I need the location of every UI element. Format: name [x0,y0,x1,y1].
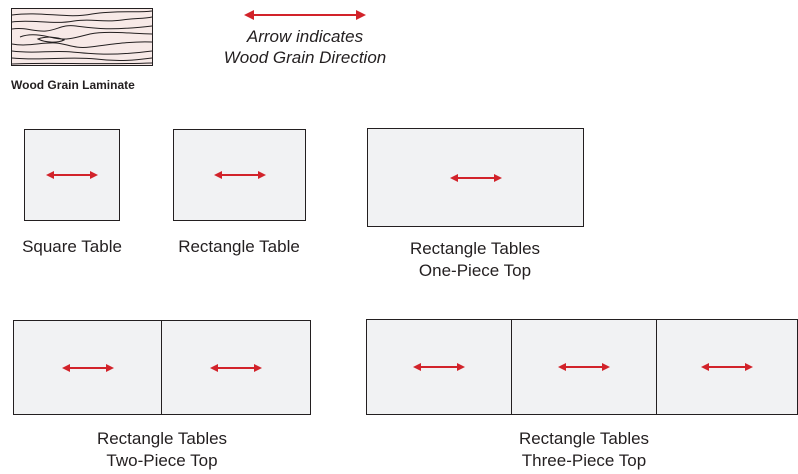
grain-arrow-icon [413,363,465,371]
table-piece-1 [366,319,512,415]
caption-line-2: One-Piece Top [418,261,532,280]
table-piece-2 [161,320,311,415]
caption-line-2: Three-Piece Top [521,451,647,470]
table-piece-3 [656,319,798,415]
wood-grain-swatch [11,8,153,66]
caption-line-1: Rectangle Tables [409,239,541,258]
grain-arrow-icon [449,173,502,182]
legend-double-arrow-icon [244,10,366,20]
caption-two-piece-top: Rectangle Tables Two-Piece Top [62,428,262,472]
caption-line-1: Rectangle Table [178,237,300,256]
grain-arrow-icon [558,363,610,371]
grain-arrow-icon [213,171,266,179]
caption-rectangle-table: Rectangle Table [159,236,319,258]
caption-three-piece-top: Rectangle Tables Three-Piece Top [484,428,684,472]
caption-line-2: Two-Piece Top [106,451,218,470]
square-table [24,129,120,221]
wood-grain-pattern [11,10,153,65]
caption-line-1: Rectangle Tables [518,429,650,448]
table-piece-1 [13,320,162,415]
table-piece-2 [511,319,657,415]
legend-line-1: Arrow indicates [246,27,364,46]
three-piece-top-table [366,319,798,415]
caption-square-table: Square Table [0,236,144,258]
grain-arrow-icon [46,171,98,179]
legend-text: Arrow indicates Wood Grain Direction [210,26,400,68]
grain-arrow-icon [210,363,262,372]
caption-line-1: Rectangle Tables [96,429,228,448]
grain-arrow-icon [701,363,753,371]
two-piece-top-table [13,320,311,415]
one-piece-top-table [367,128,584,227]
legend-line-2: Wood Grain Direction [223,48,387,67]
caption-line-1: Square Table [22,237,122,256]
wood-grain-label: Wood Grain Laminate [11,78,135,92]
rectangle-table [173,129,306,221]
caption-one-piece-top: Rectangle Tables One-Piece Top [375,238,575,282]
grain-arrow-icon [61,363,114,372]
